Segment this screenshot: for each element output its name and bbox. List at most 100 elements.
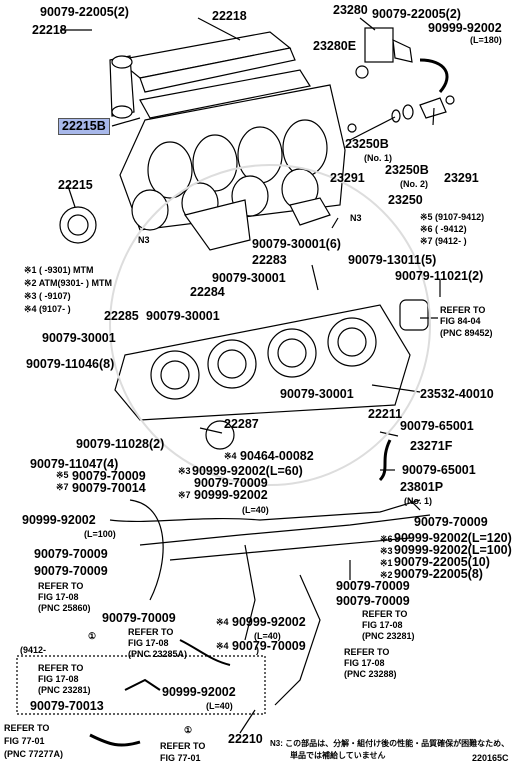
part-22284[interactable]: 22284 <box>190 285 225 299</box>
part-90079-70013[interactable]: 90079-70013 <box>30 699 104 713</box>
part-90999-92002-l40[interactable]: 90999-92002 <box>232 615 306 629</box>
part-23250b-no1[interactable]: 23250B <box>345 137 389 151</box>
part-90999-92002-l60[interactable]: 90999-92002(L=60) <box>192 464 303 478</box>
part-23250[interactable]: 23250 <box>388 193 423 207</box>
mark-4: ※4 <box>224 451 237 461</box>
part-23280e[interactable]: 23280E <box>313 39 357 53</box>
length-100: (L=100) <box>84 529 116 539</box>
part-22283[interactable]: 22283 <box>252 253 287 267</box>
part-90079-22005-8[interactable]: 90079-22005(8) <box>394 567 483 581</box>
part-22218-right[interactable]: 22218 <box>212 9 247 23</box>
mark-4b: ※4 <box>216 617 229 627</box>
ref-23281-b-line1[interactable]: REFER TO <box>38 663 84 673</box>
part-90079-70009-e[interactable]: 90079-70009 <box>34 564 108 578</box>
ref-23281-a-line1[interactable]: REFER TO <box>362 609 408 619</box>
part-22211[interactable]: 22211 <box>368 407 403 421</box>
ref-23288-line2[interactable]: FIG 17-08 <box>344 658 385 668</box>
part-90999-92002-bottom[interactable]: 90999-92002 <box>162 685 236 699</box>
part-90079-70009-h[interactable]: 90079-70009 <box>102 611 176 625</box>
circle-1-b: ① <box>184 725 193 735</box>
ref-fig-84-04-line2[interactable]: FIG 84-04 <box>440 316 481 326</box>
mark-2: ※2 <box>380 570 393 580</box>
part-90999-92002-l120[interactable]: 90999-92002(L=120) <box>394 531 512 545</box>
part-90079-30001-e[interactable]: 90079-30001 <box>280 387 354 401</box>
part-90079-30001-b[interactable]: 90079-30001 <box>212 271 286 285</box>
part-90079-70009-a[interactable]: 90079-70009 <box>72 469 146 483</box>
ref-23285a-line3: (PNC 23285A) <box>128 649 188 659</box>
legend-4: ※4 (9107- ) <box>24 304 71 314</box>
part-90999-92002-l100b[interactable]: 90999-92002(L=100) <box>394 543 512 557</box>
label-no2: (No. 2) <box>400 179 428 189</box>
part-90079-65001-b[interactable]: 90079-65001 <box>402 463 476 477</box>
ref-25860-line2[interactable]: FIG 17-08 <box>38 592 79 602</box>
part-23291-right[interactable]: 23291 <box>444 171 479 185</box>
part-90079-65001-a[interactable]: 90079-65001 <box>400 419 474 433</box>
mark-3b: ※3 <box>380 546 393 556</box>
part-90079-11021[interactable]: 90079-11021(2) <box>395 269 484 283</box>
part-90079-22005-10[interactable]: 90079-22005(10) <box>394 555 490 569</box>
part-22218-left[interactable]: 22218 <box>32 23 67 37</box>
length-40-c: (L=40) <box>206 701 233 711</box>
label-no1-b: (No. 1) <box>404 496 432 506</box>
ref-23288-line3: (PNC 23288) <box>344 669 397 679</box>
ref-23285a-line2[interactable]: FIG 17-08 <box>128 638 169 648</box>
ref-23281-a-line3: (PNC 23281) <box>362 631 415 641</box>
mark-6: ※6 <box>380 534 393 544</box>
legend-3: ※3 ( -9107) <box>24 291 71 301</box>
part-22215b-highlighted[interactable]: 22215B <box>58 118 110 135</box>
part-90464-00082[interactable]: 90464-00082 <box>240 449 314 463</box>
part-90079-22005-top[interactable]: 90079-22005(2) <box>40 5 129 19</box>
part-22285[interactable]: 22285 <box>104 309 139 323</box>
part-90079-70009-g[interactable]: 90079-70009 <box>336 594 410 608</box>
ref-77-01-line2[interactable]: FIG 77-01 <box>160 753 201 763</box>
part-23291-left[interactable]: 23291 <box>330 171 365 185</box>
part-90999-92002-topright[interactable]: 90999-92002 <box>428 21 502 35</box>
legend-tr-5: ※5 (9107-9412) <box>420 212 485 222</box>
part-22210[interactable]: 22210 <box>228 732 263 746</box>
ref-fig-84-04-line1[interactable]: REFER TO <box>440 305 486 315</box>
part-22287[interactable]: 22287 <box>224 417 259 431</box>
part-90079-70009-d[interactable]: 90079-70009 <box>34 547 108 561</box>
part-90079-70009-c[interactable]: 90079-70009 <box>414 515 488 529</box>
mark-7b: ※7 <box>178 490 191 500</box>
part-90079-30001-c[interactable]: 90079-30001 <box>146 309 220 323</box>
part-90079-22005-topright[interactable]: 90079-22005(2) <box>372 7 461 21</box>
part-23532-40010[interactable]: 23532-40010 <box>420 387 494 401</box>
legend-2: ※2 ATM(9301- ) MTM <box>24 278 113 288</box>
ref-77-01-line1[interactable]: REFER TO <box>160 741 206 751</box>
part-23250b-no2[interactable]: 23250B <box>385 163 429 177</box>
part-90079-70009-b[interactable]: 90079-70009 <box>194 476 268 490</box>
length-40-b: (L=40) <box>254 631 281 641</box>
part-90079-30001-6[interactable]: 90079-30001(6) <box>252 237 341 251</box>
part-23280[interactable]: 23280 <box>333 3 368 17</box>
part-90079-11047[interactable]: 90079-11047(4) <box>30 457 119 471</box>
ref-23285a-line1[interactable]: REFER TO <box>128 627 174 637</box>
ref-77277a-line1[interactable]: REFER TO <box>4 723 50 733</box>
mark-3a: ※3 <box>178 466 191 476</box>
part-90999-92002-c[interactable]: 90999-92002 <box>194 488 268 502</box>
part-22215[interactable]: 22215 <box>58 178 93 192</box>
ref-77277a-line2[interactable]: FIG 77-01 <box>4 736 45 746</box>
part-23271f[interactable]: 23271F <box>410 439 453 453</box>
part-90079-30001-d[interactable]: 90079-30001 <box>42 331 116 345</box>
part-23801p[interactable]: 23801P <box>400 480 444 494</box>
ref-23288-line1[interactable]: REFER TO <box>344 647 390 657</box>
part-90079-13011[interactable]: 90079-13011(5) <box>348 253 437 267</box>
part-90079-70009-f[interactable]: 90079-70009 <box>336 579 410 593</box>
range-close: ) <box>256 645 259 655</box>
note-n3-a: N3 <box>350 213 362 223</box>
part-90079-70014[interactable]: 90079-70014 <box>72 481 146 495</box>
part-90079-70009-i[interactable]: 90079-70009 <box>232 639 306 653</box>
ref-25860-line1[interactable]: REFER TO <box>38 581 84 591</box>
part-90079-11046[interactable]: 90079-11046(8) <box>26 357 115 371</box>
part-90999-92002-l100[interactable]: 90999-92002 <box>22 513 96 527</box>
range-9412: (9412- <box>20 645 47 655</box>
legend-tr-7: ※7 (9412- ) <box>420 236 467 246</box>
length-40-a: (L=40) <box>242 505 269 515</box>
legend-tr-6: ※6 ( -9412) <box>420 224 467 234</box>
ref-23281-b-line2[interactable]: FIG 17-08 <box>38 674 79 684</box>
ref-fig-84-04-line3: (PNC 89452) <box>440 328 493 338</box>
ref-23281-a-line2[interactable]: FIG 17-08 <box>362 620 403 630</box>
part-90079-11028[interactable]: 90079-11028(2) <box>76 437 165 451</box>
